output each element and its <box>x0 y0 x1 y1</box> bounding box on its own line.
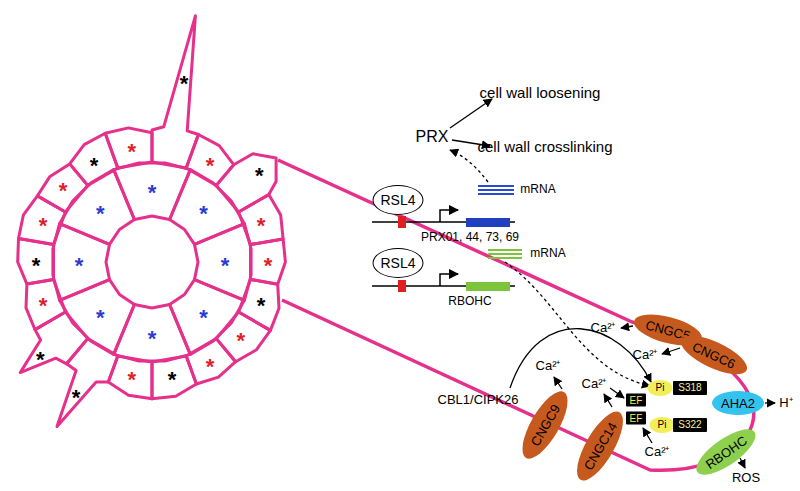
cell-marker: * <box>72 386 81 410</box>
cell-outline <box>57 339 118 427</box>
ion-label: Ca²⁺ <box>645 445 670 459</box>
channel-protein: CNGC9 <box>514 385 576 465</box>
cell-outline <box>53 224 110 301</box>
cell-marker: * <box>32 254 41 278</box>
cell-outline <box>186 135 234 186</box>
cell-marker: * <box>39 294 48 318</box>
cell-marker: * <box>59 179 68 203</box>
phosphate-dot: Pi <box>650 417 675 433</box>
cell-marker: * <box>255 164 264 188</box>
node-text: EF <box>630 395 643 405</box>
node-text: RSL4 <box>380 193 415 207</box>
cell-marker: * <box>221 254 230 278</box>
cell-outline <box>251 239 286 284</box>
cell-membrane <box>278 160 754 470</box>
node-text: CNGC14 <box>581 420 619 472</box>
cell-outline <box>105 128 152 168</box>
pump-protein: AHA2 <box>712 391 764 415</box>
node-text: CNGC9 <box>528 402 562 448</box>
cell-outline <box>195 224 252 301</box>
cell-outline <box>239 195 284 245</box>
cell-outline <box>26 279 65 329</box>
node-text: RSL4 <box>380 256 415 270</box>
cell-marker: * <box>96 202 105 226</box>
cell-marker: * <box>148 327 157 351</box>
phosphate-dot: Pi <box>648 380 673 396</box>
node-text: CNGC6 <box>691 339 738 370</box>
cell-outline <box>114 163 191 220</box>
mrna-label: mRNA <box>530 247 565 260</box>
cell-outline <box>216 312 270 362</box>
cell-marker: * <box>257 294 266 318</box>
node-text: EF <box>630 413 643 423</box>
cell-outline <box>37 164 87 212</box>
cell-marker: * <box>257 214 266 238</box>
cell-marker: * <box>206 153 215 177</box>
cell-outline <box>152 356 196 399</box>
gene-box <box>466 218 510 227</box>
cell-marker: * <box>148 181 157 205</box>
mrna-lines <box>478 186 514 194</box>
process-label: cell wall loosening <box>480 85 601 102</box>
cell-marker: * <box>206 354 215 378</box>
cell-outline <box>152 16 198 168</box>
residue-box: S318 <box>673 381 707 395</box>
ef-hand-box: EF <box>626 412 646 425</box>
ion-label: Ca²⁺ <box>582 377 607 391</box>
cell-marker: * <box>168 368 177 392</box>
ion-label: Ca²⁺ <box>591 321 616 335</box>
cell-marker: * <box>75 254 84 278</box>
transcription-factor: RSL4 <box>373 248 424 278</box>
cell-marker: * <box>39 214 48 238</box>
node-text: Pi <box>656 383 665 393</box>
node-text: AHA2 <box>721 397 755 410</box>
cell-marker: * <box>96 306 105 330</box>
cell-marker: * <box>264 254 273 278</box>
cell-marker: * <box>180 72 189 96</box>
cell-marker: * <box>199 202 208 226</box>
ion-label: Ca²⁺ <box>633 348 658 362</box>
cell-marker: * <box>128 140 137 164</box>
node-text: S318 <box>678 383 701 393</box>
protein-label: PRX <box>416 128 449 146</box>
node-text: Pi <box>658 420 667 430</box>
root-section <box>18 16 286 427</box>
ion-label: Ca²⁺ <box>536 359 561 373</box>
cell-outline <box>114 305 191 362</box>
cell-outline <box>19 196 66 245</box>
channel-protein: CNGC6 <box>676 328 752 382</box>
cell-outline <box>70 133 118 185</box>
residue-box: S322 <box>673 418 707 432</box>
mrna-label: mRNA <box>520 183 555 196</box>
gene-diagram <box>372 210 515 286</box>
transcription-factor: RSL4 <box>373 185 424 215</box>
kinase-label: CBL1/CIPK26 <box>438 393 519 407</box>
cell-marker: * <box>90 153 99 177</box>
node-text: RBOHC <box>703 433 749 471</box>
ion-label: H⁺ <box>779 396 792 410</box>
cell-marker: * <box>199 306 208 330</box>
gene-label: PRX01, 44, 73, 69 <box>421 231 519 244</box>
cell-marker: * <box>128 368 137 392</box>
cell-outline <box>216 154 276 212</box>
ros-label: ROS <box>732 471 760 485</box>
mrna-lines <box>488 250 522 258</box>
cell-marker: * <box>36 348 45 372</box>
promoter-box <box>398 280 406 292</box>
cell-outline <box>18 239 54 285</box>
channel-protein: CNGC14 <box>568 405 631 487</box>
ef-hand-box: EF <box>626 394 646 407</box>
cell-marker: * <box>237 329 246 353</box>
gene-box <box>466 282 510 291</box>
gene-label: RBOHC <box>448 295 491 308</box>
process-label: cell wall crosslinking <box>477 139 612 156</box>
node-text: S322 <box>678 420 701 430</box>
promoter-box <box>398 216 406 228</box>
